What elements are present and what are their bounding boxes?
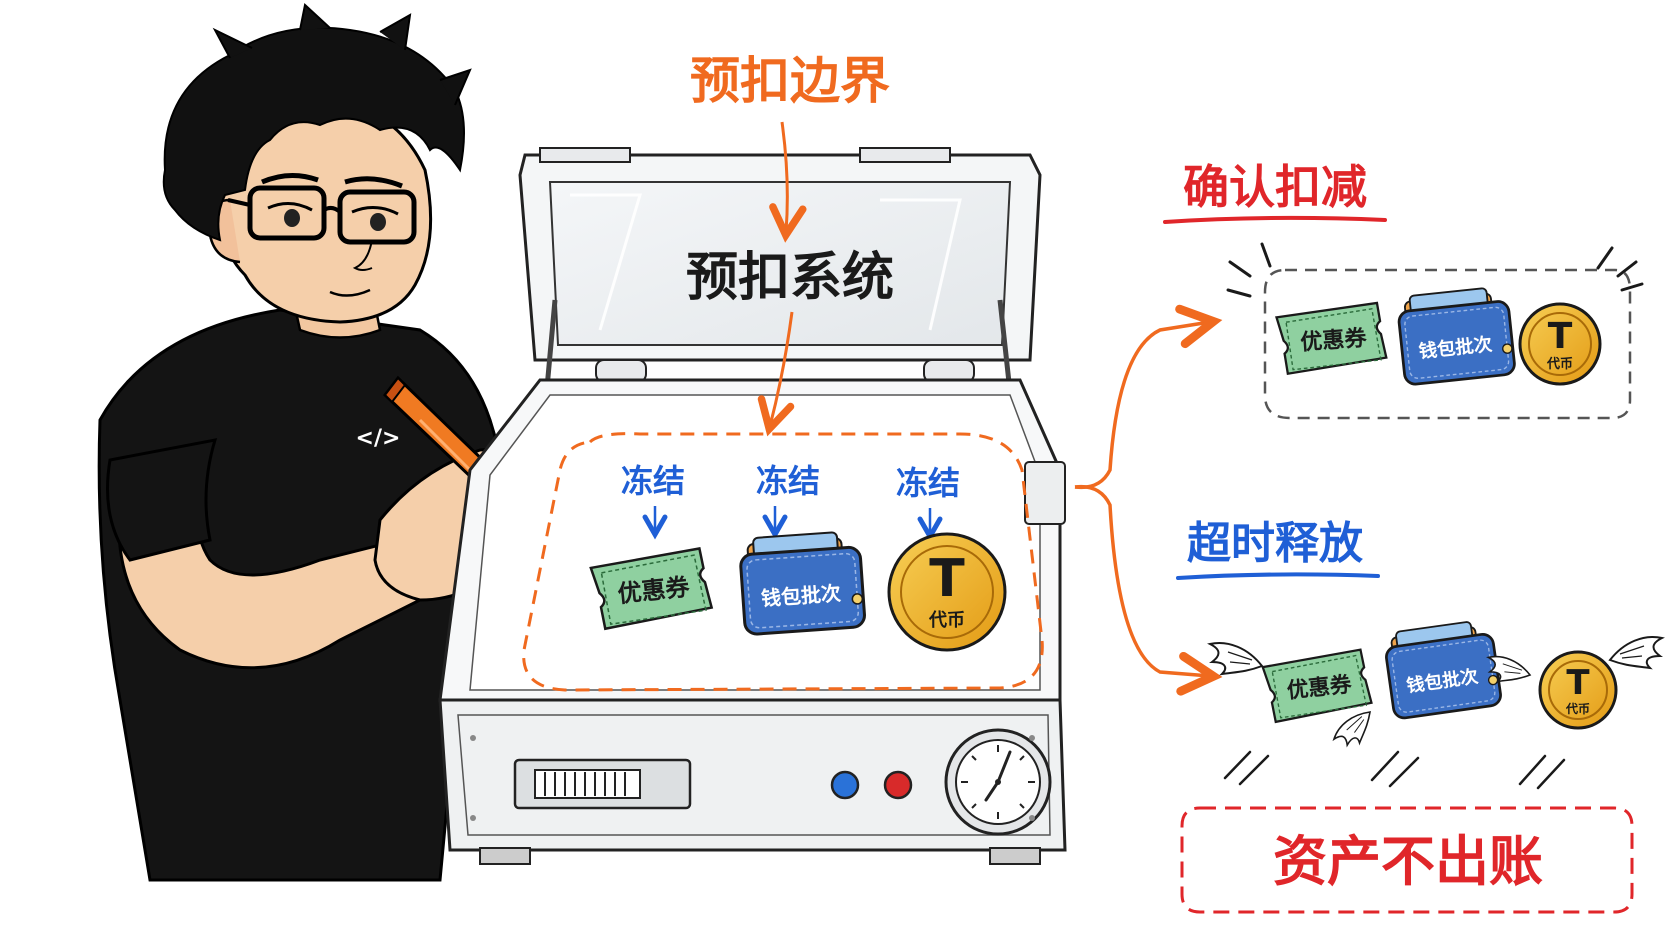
- boundary-arrow-top: [769, 121, 807, 243]
- confirm-branch-arrow: [1074, 304, 1223, 490]
- impact-lines-icon: [1226, 242, 1644, 298]
- timeout-branch-arrow: [1074, 484, 1223, 696]
- token-released-label: 代币: [1565, 701, 1590, 716]
- token-frozen-symbol: T: [929, 549, 965, 609]
- token-confirmed-label: 代币: [1546, 356, 1573, 372]
- wallet-frozen-label: 钱包批次: [760, 581, 841, 611]
- wallet-released: 钱包批次: [1332, 617, 1504, 753]
- coupon-confirmed: 优惠券: [1274, 301, 1389, 376]
- coupon-released: 优惠券: [1209, 641, 1374, 724]
- confirm-underline: [1163, 215, 1387, 224]
- red-button-icon: [883, 770, 913, 800]
- timeout-title: 超时释放: [1187, 518, 1363, 569]
- motion-lines-icon: [1223, 750, 1566, 790]
- confirmed-assets-box: [1263, 268, 1632, 420]
- blue-button-icon: [830, 770, 860, 800]
- token-released-symbol: T: [1566, 663, 1590, 703]
- system-label: 预扣系统: [686, 248, 894, 308]
- token-frozen-label: 代币: [928, 610, 965, 631]
- freeze-label-coupon: 冻结: [621, 462, 685, 500]
- no-payout-label: 资产不出账: [1273, 830, 1543, 893]
- token-confirmed: T 代币: [1518, 302, 1602, 386]
- coupon-confirmed-label: 优惠券: [1300, 325, 1369, 356]
- no-payout-box: [1180, 806, 1634, 914]
- shirt-logo-text: </>: [356, 426, 401, 451]
- wallet-confirmed: 钱包批次: [1395, 284, 1517, 387]
- token-released: T 代币: [1487, 635, 1663, 730]
- clock-icon: [944, 728, 1052, 836]
- coupon-frozen: 优惠券: [588, 546, 714, 631]
- token-confirmed-symbol: T: [1548, 316, 1573, 357]
- timeout-underline: [1176, 572, 1380, 580]
- wallet-frozen: 钱包批次: [737, 529, 867, 637]
- token-frozen: T 代币: [887, 532, 1007, 652]
- confirm-title: 确认扣减: [1183, 160, 1367, 214]
- boundary-arrow-bottom: [757, 311, 795, 437]
- freeze-label-wallet: 冻结: [756, 462, 820, 500]
- boundary-title: 预扣边界: [690, 52, 890, 110]
- freeze-label-token: 冻结: [896, 464, 960, 502]
- reservation-boundary: [522, 432, 1044, 692]
